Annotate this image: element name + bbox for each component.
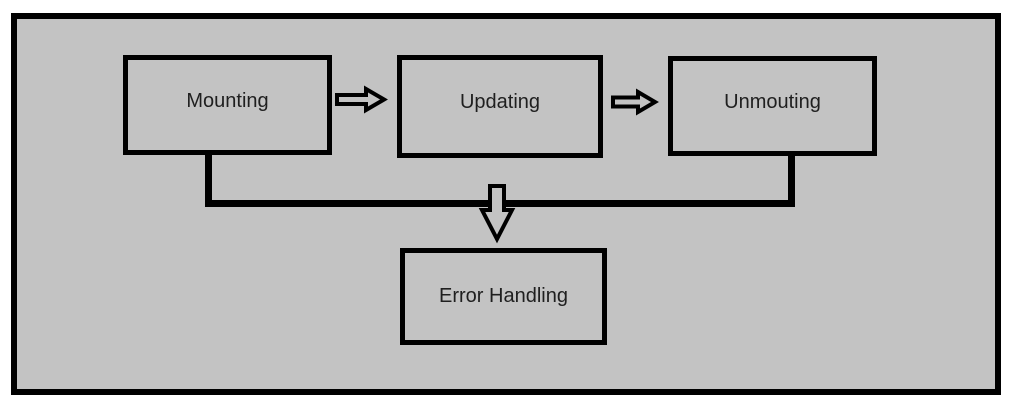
node-updating-label: Updating	[459, 91, 541, 113]
block-arrow-down-icon	[478, 184, 516, 244]
connector-vertical-from-unmouting	[788, 156, 795, 207]
node-updating: Updating	[397, 55, 603, 158]
node-mounting: Mounting	[123, 55, 332, 155]
block-arrow-right-icon	[611, 88, 659, 116]
block-arrow-right-icon	[335, 85, 388, 114]
node-error-handling: Error Handling	[400, 248, 607, 345]
node-error-handling-label: Error Handling	[439, 285, 568, 307]
node-mounting-label: Mounting	[186, 89, 269, 112]
node-unmouting: Unmouting	[668, 56, 877, 156]
node-unmouting-label: Unmouting	[724, 90, 821, 113]
connector-vertical-from-mounting	[205, 155, 212, 207]
